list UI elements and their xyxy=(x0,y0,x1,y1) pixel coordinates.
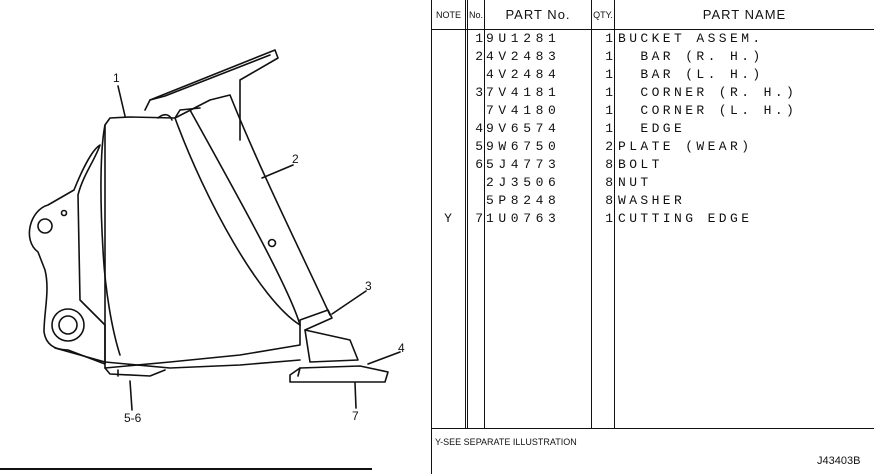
table-row: 7V4180 1 CORNER (L. H.) xyxy=(431,102,874,120)
table-row: 5P8248 8 WASHER xyxy=(431,192,874,210)
cell-name: BOLT xyxy=(618,157,663,172)
cell-no: 7 xyxy=(475,211,483,226)
cell-name: CORNER (R. H.) xyxy=(618,85,798,100)
table-row: 2J3506 8 NUT xyxy=(431,174,874,192)
cell-qty: 1 xyxy=(605,121,613,136)
cell-name: PLATE (WEAR) xyxy=(618,139,753,154)
callout-1: 1 xyxy=(113,71,120,85)
header-no: No. xyxy=(468,10,483,20)
cell-qty: 1 xyxy=(605,103,613,118)
cell-name: CORNER (L. H.) xyxy=(618,103,798,118)
cell-note: Y xyxy=(444,211,452,226)
cell-name: CUTTING EDGE xyxy=(618,211,753,226)
cell-part-no: 1U0763 xyxy=(486,211,561,226)
footnote: Y-SEE SEPARATE ILLUSTRATION xyxy=(435,437,577,447)
cell-qty: 8 xyxy=(605,175,613,190)
cell-qty: 1 xyxy=(605,85,613,100)
cell-name: WASHER xyxy=(618,193,686,208)
cell-no: 2 xyxy=(475,49,483,64)
cell-name: NUT xyxy=(618,175,652,190)
cell-part-no: 5P8248 xyxy=(486,193,561,208)
header-note: NOTE xyxy=(435,10,461,20)
cell-qty: 1 xyxy=(605,49,613,64)
callout-4: 4 xyxy=(398,341,405,355)
cell-part-no: 7V4181 xyxy=(486,85,561,100)
cell-part-no: 9U1281 xyxy=(486,31,561,46)
cell-part-no: 9W6750 xyxy=(486,139,561,154)
callout-7: 7 xyxy=(352,409,359,423)
cell-no: 1 xyxy=(475,31,483,46)
callout-3: 3 xyxy=(365,279,372,293)
drawing-code: J43403B xyxy=(817,455,861,467)
cell-qty: 1 xyxy=(605,67,613,82)
callout-5-6: 5-6 xyxy=(124,411,142,425)
cell-part-no: 4V2483 xyxy=(486,49,561,64)
cell-name: BUCKET ASSEM. xyxy=(618,31,764,46)
cell-part-no: 7V4180 xyxy=(486,103,561,118)
cell-part-no: 2J3506 xyxy=(486,175,561,190)
cell-qty: 1 xyxy=(605,211,613,226)
cell-part-no: 5J4773 xyxy=(486,157,561,172)
header-part-no: PART No. xyxy=(505,7,571,22)
table-row: 4V2484 1 BAR (L. H.) xyxy=(431,66,874,84)
cell-part-no: 9V6574 xyxy=(486,121,561,136)
cell-name: BAR (R. H.) xyxy=(618,49,764,64)
header-part-name: PART NAME xyxy=(702,7,787,22)
bucket-illustration: 1 2 3 4 5-6 7 xyxy=(0,49,405,470)
callout-2: 2 xyxy=(292,152,299,166)
cell-qty: 8 xyxy=(605,193,613,208)
cell-part-no: 4V2484 xyxy=(486,67,561,82)
cell-qty: 2 xyxy=(605,139,613,154)
cell-no: 4 xyxy=(475,121,483,136)
cell-name: BAR (L. H.) xyxy=(618,67,764,82)
cell-no: 3 xyxy=(475,85,483,100)
cell-no: 5 xyxy=(475,139,483,154)
cell-name: EDGE xyxy=(618,121,686,136)
cell-qty: 8 xyxy=(605,157,613,172)
header-qty: QTY. xyxy=(593,10,613,20)
cell-qty: 1 xyxy=(605,31,613,46)
cell-no: 6 xyxy=(475,157,483,172)
